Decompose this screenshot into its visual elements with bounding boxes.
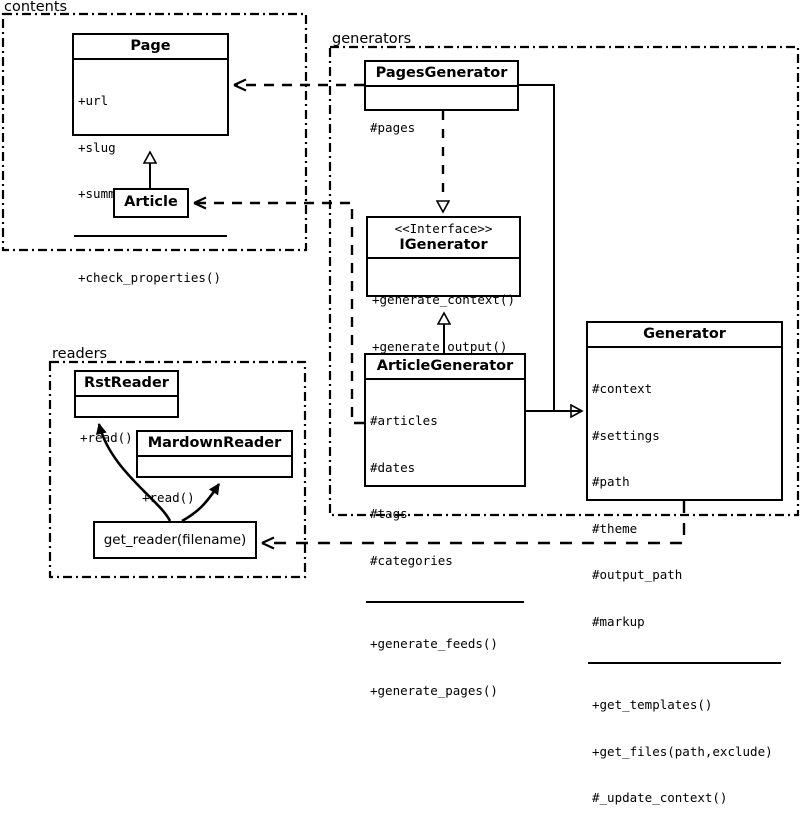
class-operations-page: +check_properties() bbox=[74, 234, 227, 319]
operation: +generate_feeds() bbox=[370, 636, 498, 651]
class-attributes-generator: #context #settings #path #theme #output_… bbox=[588, 346, 781, 662]
class-name-igenerator: IGenerator bbox=[399, 237, 488, 253]
class-name-generator: Generator bbox=[643, 326, 726, 342]
attribute: #output_path bbox=[592, 567, 683, 582]
class-name-article: Article bbox=[124, 194, 178, 210]
operation: +generate_context() bbox=[372, 292, 515, 307]
function-box-get-reader[interactable]: get_reader(filename) bbox=[93, 521, 257, 559]
package-label-readers: readers bbox=[52, 346, 108, 362]
class-box-page[interactable]: Page +url +slug +summary +check_properti… bbox=[72, 33, 229, 285]
class-box-articlegenerator[interactable]: ArticleGenerator #articles #dates #tags … bbox=[364, 353, 526, 698]
attribute: #dates bbox=[370, 459, 416, 475]
class-operations-generator: +get_templates() +get_files(path,exclude… bbox=[588, 662, 781, 839]
operation: +generate_pages() bbox=[370, 682, 498, 698]
operation: +read() bbox=[80, 430, 133, 445]
uml-class-diagram: contents generators readers Page +url +s… bbox=[1, 0, 800, 805]
attribute: #markup bbox=[592, 613, 645, 629]
attribute: #theme bbox=[592, 520, 638, 536]
operation: +check_properties() bbox=[78, 269, 221, 285]
operation: +get_templates() bbox=[592, 697, 713, 712]
class-name-articlegenerator: ArticleGenerator bbox=[376, 358, 514, 374]
class-box-generator[interactable]: Generator #context #settings #path #them… bbox=[586, 321, 783, 805]
operation: +generate_output() bbox=[372, 338, 508, 354]
function-label-get-reader: get_reader(filename) bbox=[103, 532, 247, 548]
class-operations-articlegenerator: +generate_feeds() +generate_pages() bbox=[366, 601, 524, 731]
class-name-pagesgenerator: PagesGenerator bbox=[375, 65, 508, 81]
attribute: +url bbox=[78, 93, 109, 108]
diagram-vectors bbox=[1, 12, 800, 579]
class-box-pagesgenerator[interactable]: PagesGenerator #pages bbox=[364, 60, 519, 135]
package-frame-contents bbox=[1, 12, 308, 252]
operation: #_update_context() bbox=[592, 790, 728, 805]
class-operations-igenerator: +generate_context() +generate_output() bbox=[368, 257, 519, 387]
attribute: #pages bbox=[370, 120, 416, 135]
package-label-contents: contents bbox=[4, 0, 68, 15]
class-stereotype-igenerator: <<Interface>> bbox=[394, 221, 493, 236]
attribute: +slug bbox=[78, 139, 116, 155]
attribute: #context bbox=[592, 381, 653, 396]
package-frame-generators bbox=[328, 45, 800, 517]
class-box-rstreader[interactable]: RstReader +read() bbox=[74, 370, 179, 445]
class-header-igenerator: <<Interface>> IGenerator bbox=[368, 218, 519, 257]
class-operations-mardownreader: +read() bbox=[138, 455, 291, 539]
attribute: #settings bbox=[592, 427, 660, 443]
class-name-mardownreader: MardownReader bbox=[147, 435, 282, 451]
class-box-article[interactable]: Article bbox=[113, 188, 189, 218]
operation: +read() bbox=[142, 490, 195, 505]
attribute: #categories bbox=[370, 552, 453, 568]
link-pagesgenerator-inherits-generator bbox=[519, 84, 582, 411]
link-get-reader-creates-mardownreader bbox=[181, 483, 221, 523]
package-label-generators: generators bbox=[332, 31, 412, 47]
class-box-igenerator[interactable]: <<Interface>> IGenerator +generate_conte… bbox=[366, 216, 521, 354]
class-operations-rstreader: +read() bbox=[76, 395, 177, 479]
operation: +get_files(path,exclude) bbox=[592, 743, 773, 759]
package-frame-readers bbox=[48, 360, 307, 579]
link-articlegenerator-uses-article bbox=[193, 196, 364, 425]
class-attributes-articlegenerator: #articles #dates #tags #categories bbox=[366, 378, 524, 601]
link-get-reader-creates-rstreader bbox=[95, 423, 172, 522]
class-box-mardownreader[interactable]: MardownReader +read() bbox=[136, 430, 293, 505]
attribute: #tags bbox=[370, 506, 408, 521]
attribute: #path bbox=[592, 474, 630, 489]
class-name-page: Page bbox=[130, 38, 171, 54]
class-name-rstreader: RstReader bbox=[84, 375, 169, 391]
attribute: #articles bbox=[370, 413, 438, 428]
class-attributes-pagesgenerator: #pages bbox=[366, 85, 517, 169]
